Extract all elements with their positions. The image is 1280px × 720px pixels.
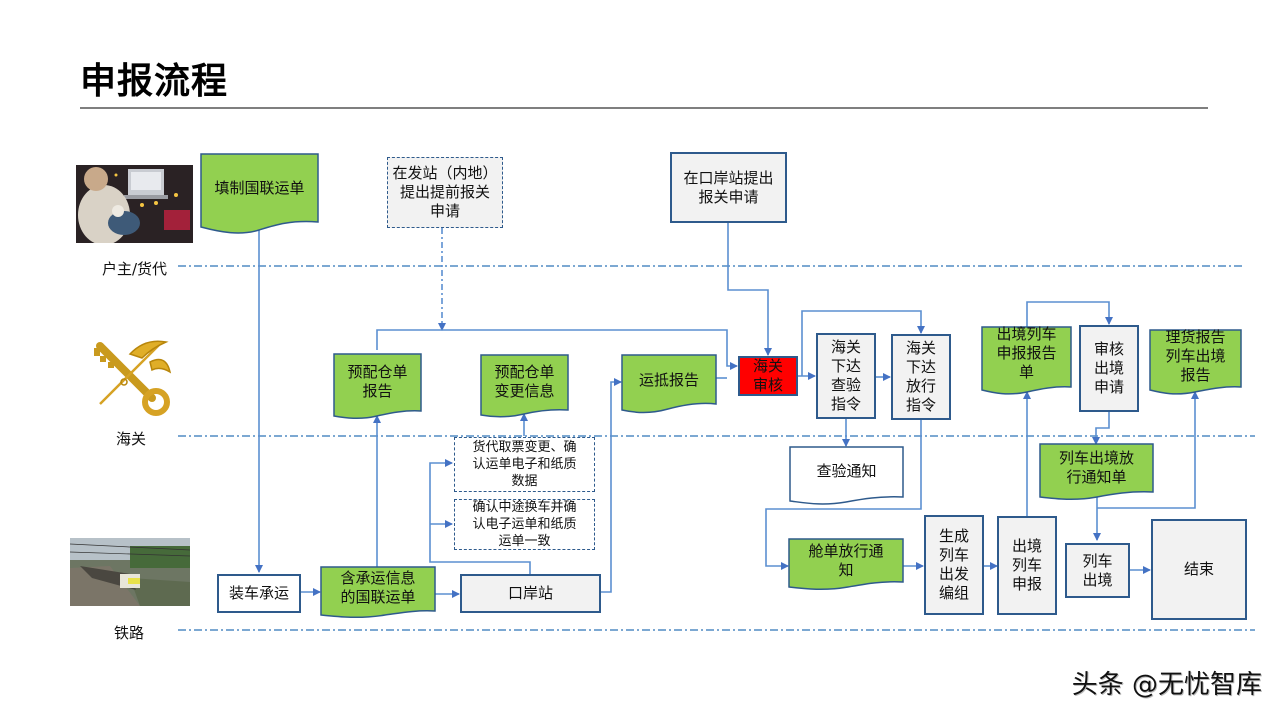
node-waybill-with-info[interactable]: 含承运信息 的国联运单 xyxy=(340,569,416,606)
node-tally-report[interactable]: 理货报告 列车出境 报告 xyxy=(1165,327,1226,384)
node-confirm-transfer[interactable]: 确认中途换车并确 认电子运单和纸质 运单一致 xyxy=(454,499,595,550)
arrow-port-to-agent-change xyxy=(429,459,531,575)
node-end[interactable]: 结束 xyxy=(1151,519,1247,620)
owner-photo-icon xyxy=(76,165,193,243)
node-advance-apply[interactable]: 在发站（内地） 提出提前报关 申请 xyxy=(387,157,503,228)
node-exit-release-notice[interactable]: 列车出境放 行通知单 xyxy=(1058,449,1134,486)
arrow-review-to-release-notice xyxy=(1092,412,1110,445)
lane-label-customs: 海关 xyxy=(116,430,147,448)
node-pre-manifest-change[interactable]: 预配仓单 变更信息 xyxy=(494,363,555,400)
node-manifest-release[interactable]: 舱单放行通 知 xyxy=(808,542,884,579)
arrow-review-to-release xyxy=(801,310,925,376)
node-generate-train[interactable]: 生成 列车 出发 编组 xyxy=(924,515,984,615)
lane-label-owner: 户主/货代 xyxy=(102,260,168,278)
doc-shape-fill-waybill xyxy=(200,153,319,234)
node-port-station[interactable]: 口岸站 xyxy=(460,574,601,613)
node-customs-review[interactable]: 海关 审核 xyxy=(738,356,798,396)
node-release-order[interactable]: 海关 下达 放行 指令 xyxy=(891,334,951,420)
arrow-report-to-review-exit xyxy=(1026,301,1113,327)
doc-shape-pre-manifest xyxy=(333,353,422,420)
node-loading[interactable]: 装车承运 xyxy=(217,574,301,613)
arrow-release-to-manifest xyxy=(765,418,922,570)
node-pre-manifest[interactable]: 预配仓单 报告 xyxy=(347,363,408,400)
doc-shape-tally-report xyxy=(1149,329,1242,395)
doc-shape-inspection-notice xyxy=(789,446,904,505)
node-exit-train-report[interactable]: 出境列车 申报报告 单 xyxy=(996,324,1057,381)
node-train-exit[interactable]: 列车 出境 xyxy=(1065,543,1130,598)
node-review-exit[interactable]: 审核 出境 申请 xyxy=(1079,325,1139,412)
doc-shape-exit-train-report xyxy=(981,326,1072,395)
lane-label-railway: 铁路 xyxy=(114,624,145,642)
node-inspection-notice[interactable]: 查验通知 xyxy=(816,461,877,480)
node-port-apply[interactable]: 在口岸站提出 报关申请 xyxy=(670,152,787,223)
page-title: 申报流程 xyxy=(80,61,229,102)
arrow-notice-to-tally xyxy=(1097,391,1199,509)
train-photo-icon xyxy=(70,538,190,606)
node-fill-waybill[interactable]: 填制国联运单 xyxy=(214,178,305,197)
node-arrival-report[interactable]: 运抵报告 xyxy=(638,370,699,389)
watermark: 头条 @无忧智库 xyxy=(1071,670,1262,700)
arrow-portapply-to-review xyxy=(727,222,772,356)
doc-shape-manifest-release xyxy=(788,538,904,591)
arrow-port-to-arrival xyxy=(600,378,622,593)
title-divider xyxy=(80,107,1208,109)
node-exit-declare[interactable]: 出境 列车 申报 xyxy=(997,516,1057,615)
doc-shape-pre-manifest-change xyxy=(480,354,569,418)
doc-shape-exit-release-notice xyxy=(1039,443,1154,501)
node-agent-change[interactable]: 货代取票变更、确 认运单电子和纸质 数据 xyxy=(454,437,595,492)
arrow-premanifest-to-review xyxy=(376,329,738,370)
doc-shape-arrival-report xyxy=(621,354,717,414)
doc-shape-waybill-with-info xyxy=(320,566,436,619)
customs-emblem-icon xyxy=(90,336,176,418)
node-inspection-order[interactable]: 海关 下达 查验 指令 xyxy=(816,333,876,419)
